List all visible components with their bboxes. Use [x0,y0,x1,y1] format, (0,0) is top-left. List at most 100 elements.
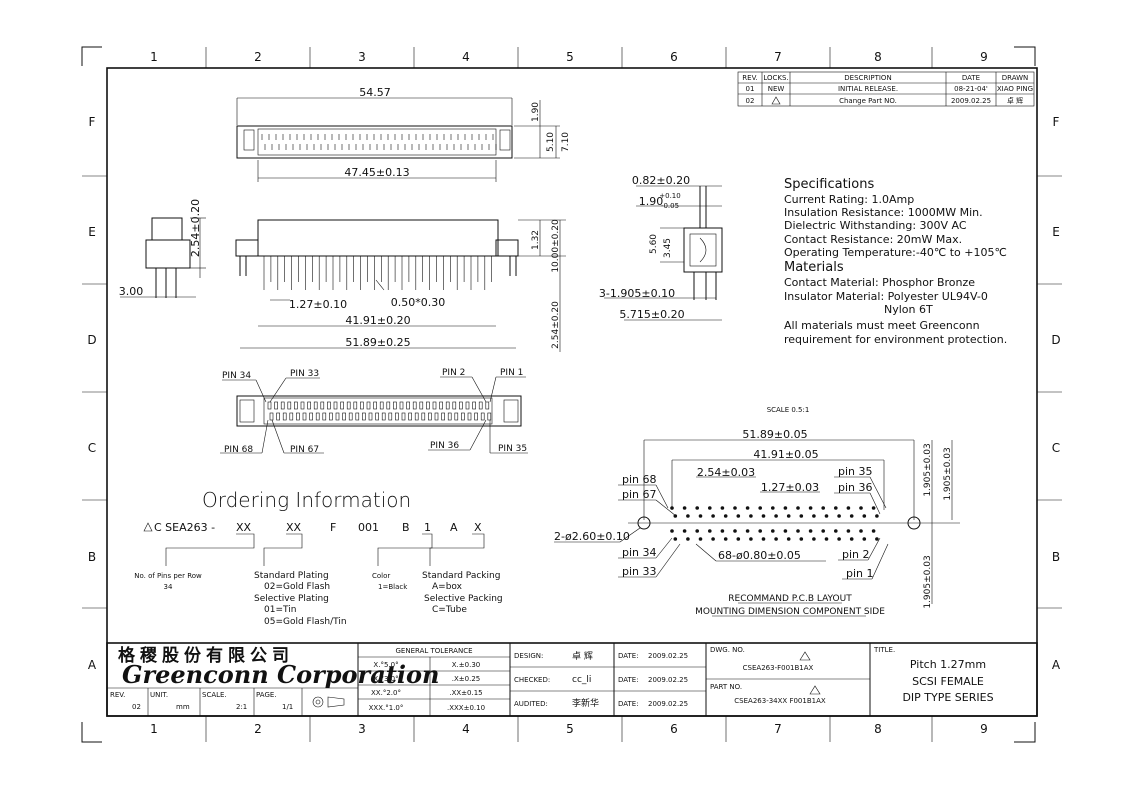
row-label: F [89,115,96,129]
pin-label: PIN 2 [442,368,465,378]
contact-pad [412,401,417,410]
pcb-pin-label: pin 2 [842,548,870,561]
pcb-hole [846,529,851,533]
dim-width: 3.00 [119,285,144,298]
tb-label: DATE: [618,700,639,708]
dim-e: 3-1.905±0.10 [599,287,675,300]
tb-value: 2009.02.25 [648,700,688,708]
pcb-hole [859,529,863,533]
order-plating: 05=Gold Flash/Tin [264,617,347,627]
tb-label: DATE: [618,676,639,684]
col-label: 2 [254,722,262,736]
contact-pad [320,401,325,410]
rev-cell: 01 [746,85,755,93]
tb-value: 2009.02.25 [648,676,688,684]
contact-pad [375,412,379,421]
material-line: requirement for environment protection. [784,333,1007,346]
contact-pad [441,412,445,421]
pin-label: PIN 33 [290,369,319,379]
dim-d: 3.45 [663,238,673,258]
contact-pad [395,412,399,421]
pin-label: PIN 36 [430,441,459,451]
pcb-hole [758,529,762,533]
col-label: 5 [566,722,574,736]
pcb-hole [670,529,674,533]
pcb-hole [771,529,775,533]
col-label: 2 [254,50,262,64]
contact-pad [454,412,459,421]
contact-pad [419,401,424,410]
contact-pad [276,412,280,421]
pcb-hole [695,506,699,510]
contact-pad [355,412,360,421]
contact-pad [487,412,492,421]
projection-symbol-icon [312,696,345,708]
order-plating: 02=Gold Flash [264,582,330,592]
tol-cell: .XX±0.15 [449,689,482,697]
pcb-dim-inner: 41.91±0.05 [753,448,818,461]
col-label: 6 [670,50,678,64]
contact-pad [480,412,485,421]
pcb-hole [673,537,678,541]
contact-pad [445,401,450,410]
pcb-hole [796,506,800,510]
contact-pad [309,412,313,421]
rev-cell: 08-21-04' [954,85,988,93]
contact-pad [428,412,432,421]
tb-value: 1/1 [282,703,293,711]
contact-pad [388,412,393,421]
dim-span2: 51.89±0.25 [345,336,410,349]
order-plating: Selective Plating [254,594,329,604]
pcb-hole [720,529,725,533]
col-label: 1 [150,50,158,64]
pcb-hole [871,529,876,533]
dim-length: 54.57 [359,86,391,99]
pcb-pin-label: pin 35 [838,465,873,478]
row-label: D [1051,333,1060,347]
tb-label: CHECKED: [514,676,550,684]
end-view: 0.82±0.20 1.90 +0.10 -0.05 5.60 3.45 3-1… [599,174,723,321]
spec-line: Operating Temperature:-40℃ to +105℃ [784,246,1007,259]
pcb-hole [771,506,775,510]
contact-pad [366,401,371,410]
col-label: 9 [980,722,988,736]
pin-label: PIN 35 [498,444,527,454]
tb-label: DATE: [618,652,639,660]
pcb-hole [708,506,712,510]
contact-pad [353,401,358,410]
row-label: F [1053,115,1060,129]
pcb-dim-pitch-b: 1.27±0.03 [761,481,819,494]
dim-h3: 7.10 [561,132,571,152]
contact-pad [408,412,412,421]
spec-line: Contact Resistance: 20mW Max. [784,233,962,246]
contact-pad [406,401,410,410]
order-packing: A=box [432,582,463,592]
contact-pad [461,412,465,421]
order-color: Color [372,572,390,580]
pcb-hole [736,514,741,518]
rev-header: DATE [962,74,980,82]
col-label: 4 [462,50,470,64]
order-pins-value: 34 [164,583,173,591]
pcb-scale: SCALE 0.5:1 [767,406,810,414]
contact-pad [434,412,439,421]
col-label: 8 [874,722,882,736]
pcb-hole [824,537,829,541]
dim-height: 2.54±0.20 [189,199,202,257]
title-line: SCSI FEMALE [912,675,984,688]
pcb-hole [875,514,879,518]
row-label: E [88,225,96,239]
order-code: F [330,521,336,534]
contact-pad [452,401,457,410]
spec-title: Specifications [784,177,874,192]
tb-value: 李新华 [572,697,599,709]
contact-pad [478,401,483,410]
pin-label: PIN 67 [290,445,319,455]
tb-label: SCALE. [202,691,227,699]
ordering-information: Ordering Information C SEA263 - XX XX F … [134,488,502,627]
order-code: XX [236,521,252,534]
pcb-pin-label: pin 68 [622,473,657,486]
contact-pad [322,412,327,421]
pcb-hole [834,506,838,510]
pcb-hole [682,529,687,533]
